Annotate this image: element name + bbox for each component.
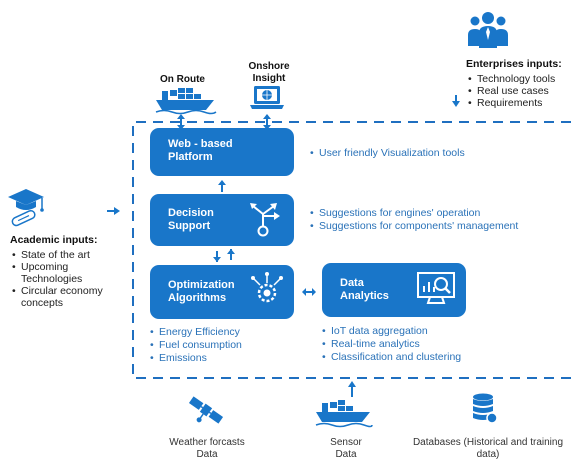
decision-notes: Suggestions for engines' operation Sugge… [310,207,571,233]
list-item: Classification and clustering [322,351,532,364]
list-item: IoT data aggregation [322,325,532,338]
list-item: Suggestions for engines' operation [310,207,571,220]
enterprises-heading: Enterprises inputs: [466,58,562,70]
list-item: Requirements [468,97,571,109]
arrow-onshore-platform [263,114,271,130]
weather-label: Weather forcasts Data [169,437,245,460]
data-analytics-label: Data Analytics [340,277,389,302]
analytics-notes: IoT data aggregation Real-time analytics… [322,325,532,364]
arrow-enterprises-down [452,95,460,107]
list-item: Suggestions for components' management [310,220,571,233]
team-icon [468,12,508,48]
arrows-decision-optimization [213,249,235,262]
gear-circuit-icon [251,272,283,303]
optimization-label: Optimization Algorithms [168,279,235,304]
graduation-cap-icon [8,189,44,227]
list-item: Technology tools [468,73,571,85]
list-item: Energy Efficiency [150,326,300,339]
academic-heading: Academic inputs: [10,234,98,246]
web-platform-label: Web - based Platform [168,138,233,163]
analytics-monitor-icon [417,272,455,304]
database-icon [473,393,498,424]
arrow-sensor-up [348,381,356,397]
optimization-notes: Energy Efficiency Fuel consumption Emiss… [150,326,300,365]
arrow-academic-right [107,207,120,215]
satellite-icon [188,396,224,424]
ship-icon [155,88,217,115]
web-notes: User friendly Visualization tools [310,147,560,160]
databases-label: Databases (Historical and training data) [412,437,564,460]
list-item: Real-time analytics [322,338,532,351]
onshore-insight-label: Onshore Insight [248,61,290,84]
arrow-onroute-platform [177,114,185,130]
list-item: Real use cases [468,85,571,97]
optimization-box: Optimization Algorithms [150,265,294,319]
decision-support-box: Decision Support [150,194,294,246]
list-item: Fuel consumption [150,339,300,352]
sensor-label: Sensor Data [330,437,362,460]
laptop-globe-icon [250,86,284,109]
on-route-label: On Route [160,74,205,85]
arrow-decision-to-platform [218,180,226,192]
data-analytics-box: Data Analytics [322,263,466,317]
web-platform-box: Web - based Platform [150,128,294,176]
list-item: State of the art [12,249,127,261]
academic-list: State of the art Upcoming Technologies C… [12,249,127,309]
split-arrows-icon [250,203,280,237]
enterprises-list: Technology tools Real use cases Requirem… [468,73,571,109]
list-item: Emissions [150,352,300,365]
decision-support-label: Decision Support [168,207,214,232]
list-item: User friendly Visualization tools [310,147,560,160]
arrow-optimization-analytics [302,288,316,296]
list-item: Upcoming Technologies [12,261,89,285]
list-item: Circular economy concepts [12,285,133,309]
ship-icon [315,400,373,428]
